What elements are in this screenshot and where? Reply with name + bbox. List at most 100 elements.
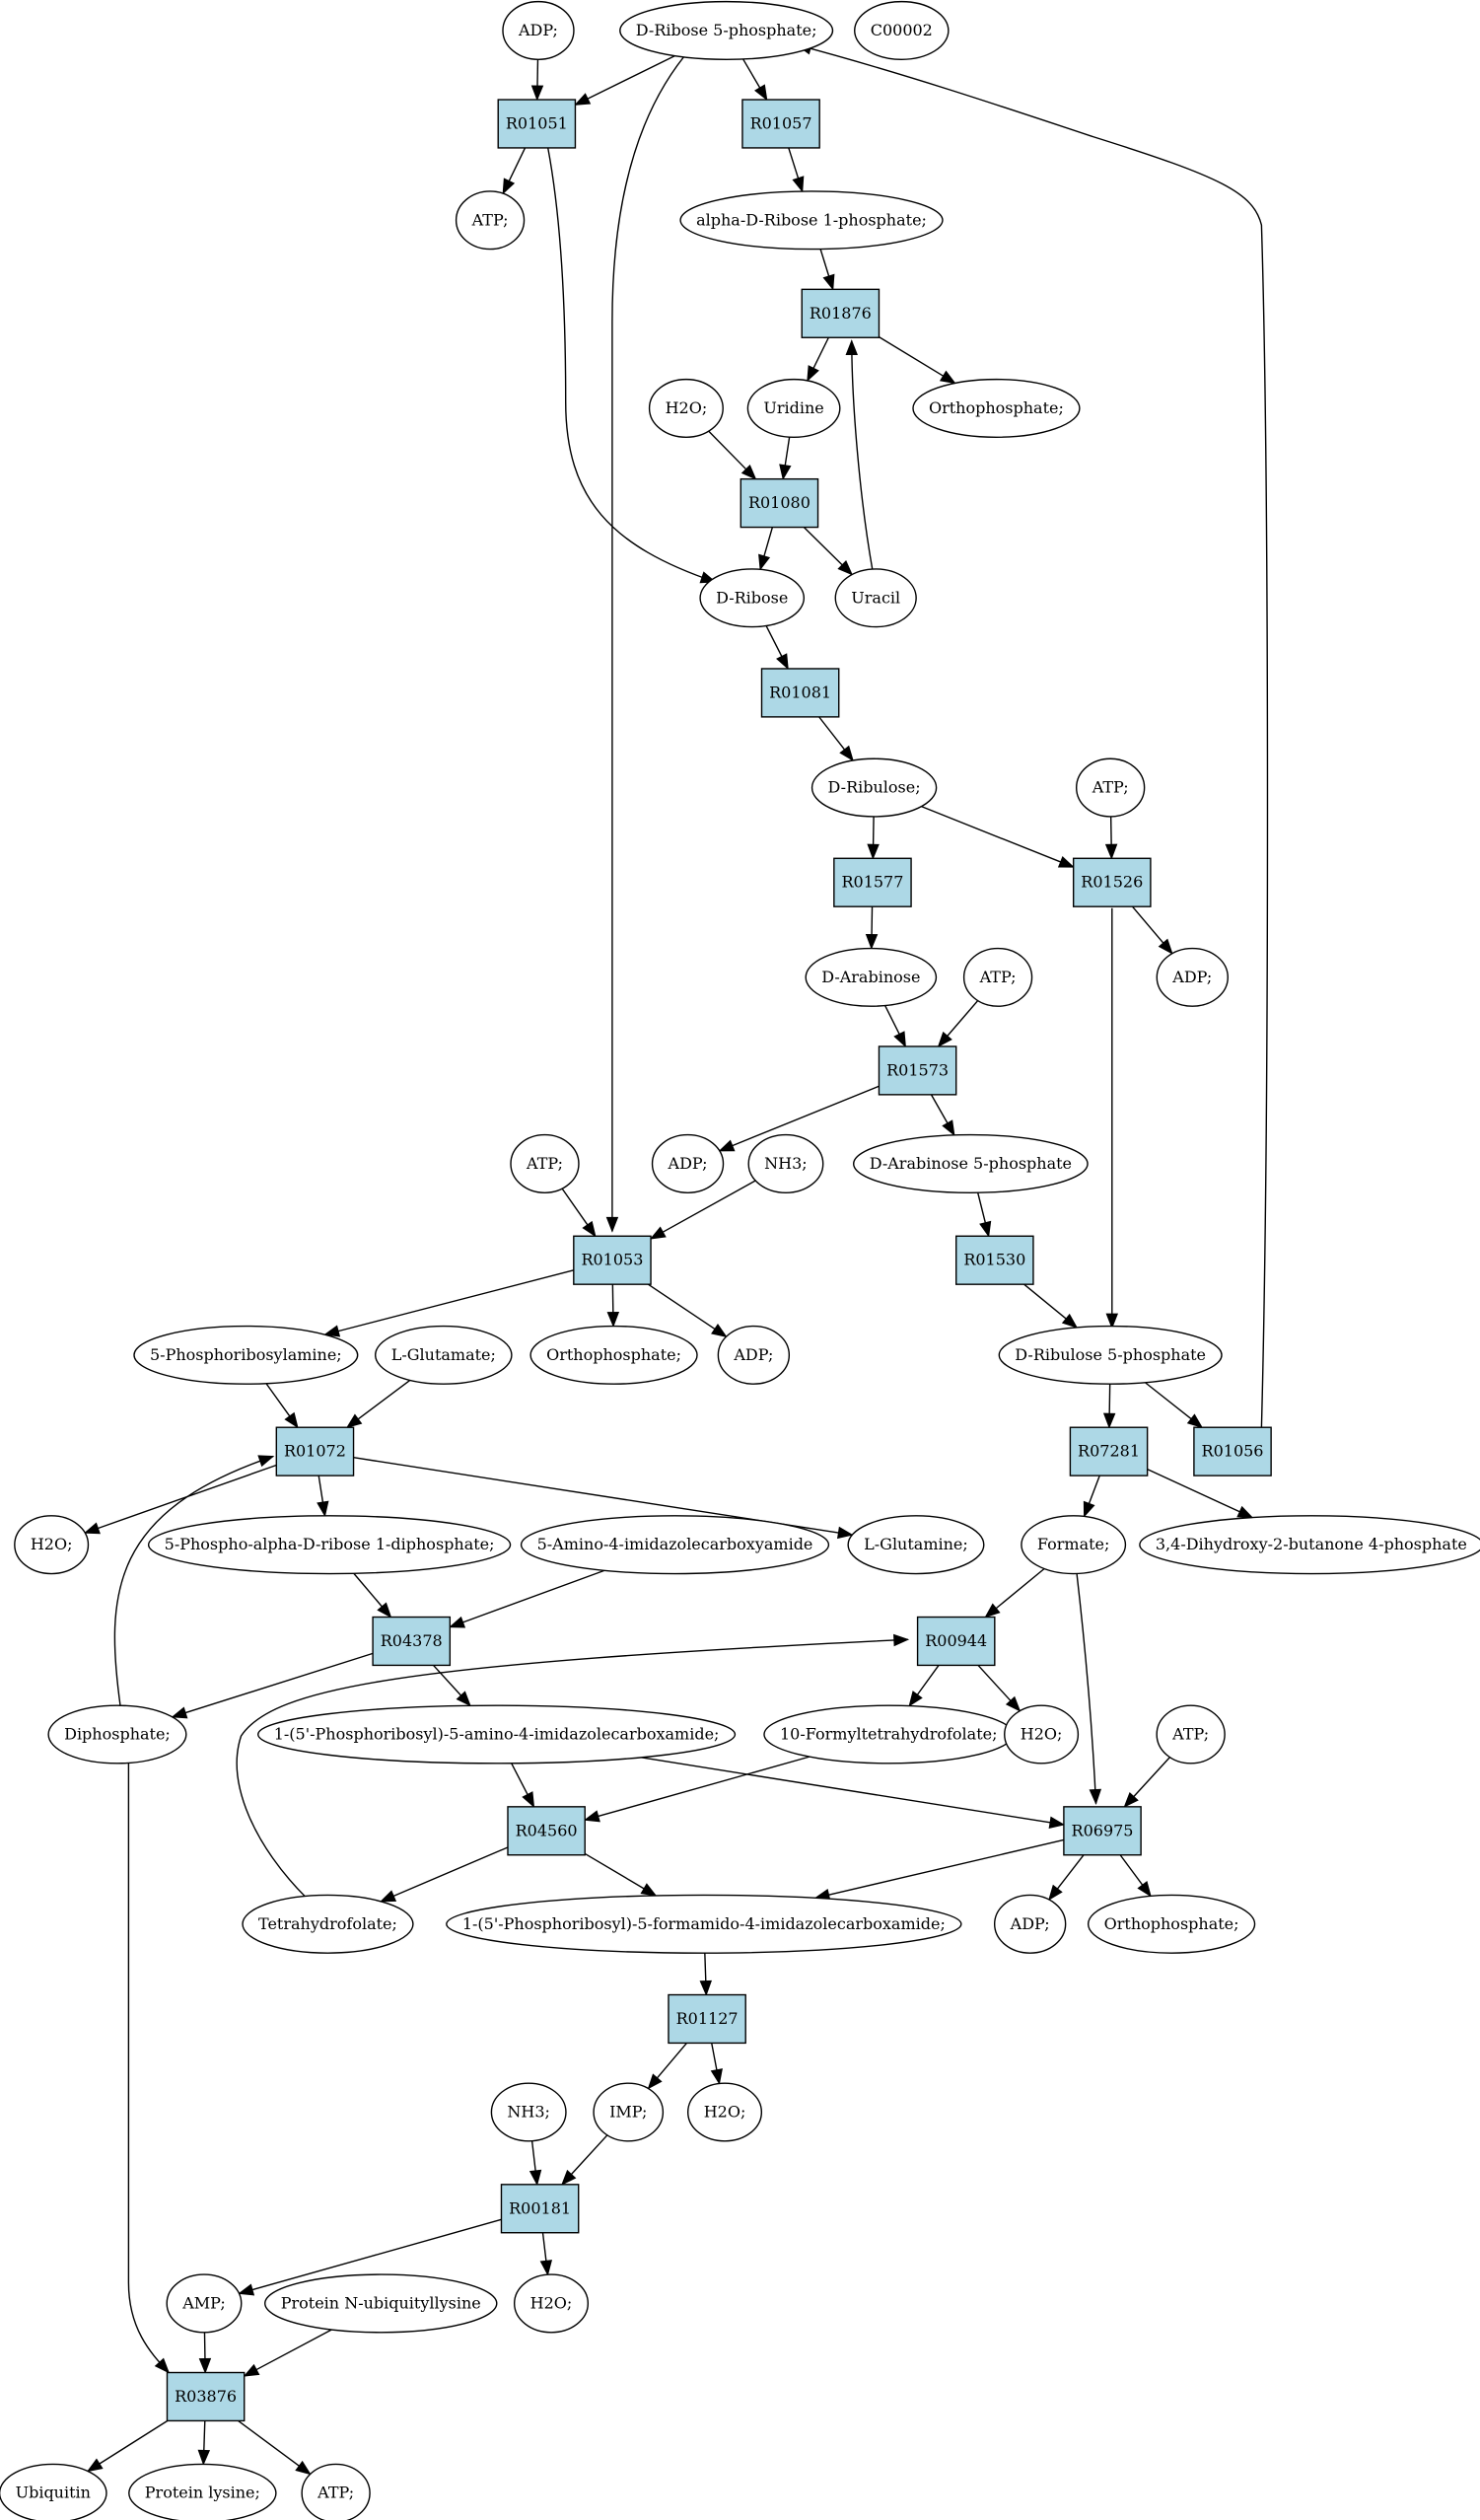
edges-layer xyxy=(83,42,1269,2476)
compound-node-amp[interactable]: AMP; xyxy=(166,2273,243,2334)
compound-node-imp[interactable]: IMP; xyxy=(593,2082,665,2142)
reaction-box xyxy=(955,1235,1034,1285)
compound-node-adp5[interactable]: ADP; xyxy=(993,1894,1067,1954)
compound-node-da5p[interactable]: D-Arabinose 5-phosphate xyxy=(853,1133,1089,1193)
compound-node-h2o2[interactable]: H2O; xyxy=(14,1515,90,1575)
compound-node-nh3a[interactable]: NH3; xyxy=(747,1133,824,1193)
compound-ellipse xyxy=(1075,757,1146,818)
edge-dribose-to-R01081-arrowhead xyxy=(776,653,789,671)
compound-node-ortho1[interactable]: Orthophosphate; xyxy=(912,378,1081,438)
compound-node-uridine[interactable]: Uridine xyxy=(746,378,841,438)
compound-node-aica[interactable]: 5-Amino-4-imidazolecarboxyamide xyxy=(520,1515,830,1575)
compound-node-dru5p[interactable]: D-Ribulose 5-phosphate xyxy=(998,1325,1223,1385)
compound-node-h2o3[interactable]: H2O; xyxy=(1004,1704,1080,1764)
compound-node-atp1[interactable]: ATP; xyxy=(455,190,526,251)
compound-node-dribose[interactable]: D-Ribose xyxy=(699,568,806,628)
reaction-node-r01081[interactable]: R01081 xyxy=(760,668,840,718)
compound-node-fthf[interactable]: 10-Formyltetrahydrofolate; xyxy=(763,1704,1015,1764)
compound-node-lglu[interactable]: L-Glutamate; xyxy=(375,1325,513,1385)
compound-node-atp6[interactable]: ATP; xyxy=(301,2463,371,2520)
compound-node-aicar[interactable]: 1-(5'-Phosphoribosyl)-5-amino-4-imidazol… xyxy=(257,1704,737,1764)
node-label: 5-Phosphoribosylamine; xyxy=(150,1345,342,1364)
node-label: H2O; xyxy=(1021,1725,1063,1744)
compound-node-uracil[interactable]: Uracil xyxy=(834,568,917,628)
edge-R03876-to-plys xyxy=(203,2420,206,2451)
compound-node-adp3[interactable]: ADP; xyxy=(651,1133,725,1193)
compound-ellipse xyxy=(1004,1704,1080,1764)
compound-node-prpa[interactable]: 5-Phosphoribosylamine; xyxy=(133,1325,359,1385)
compound-node-adp4[interactable]: ADP; xyxy=(717,1325,791,1385)
compound-node-nh3b[interactable]: NH3; xyxy=(490,2082,567,2142)
compound-node-atp2[interactable]: ATP; xyxy=(1075,757,1146,818)
compound-node-h2o5[interactable]: H2O; xyxy=(513,2273,590,2334)
reaction-node-r07281[interactable]: R07281 xyxy=(1069,1426,1149,1476)
reaction-node-r01876[interactable]: R01876 xyxy=(801,288,881,338)
edge-nh3a-to-R01053 xyxy=(662,1180,756,1233)
compound-node-ortho3[interactable]: Orthophosphate; xyxy=(1087,1894,1256,1954)
compound-node-adp2[interactable]: ADP; xyxy=(1156,947,1229,1007)
edge-R01056-to-r5p xyxy=(797,43,1269,1428)
compound-node-darab[interactable]: D-Arabinose xyxy=(805,947,938,1007)
node-label: R01127 xyxy=(676,2009,739,2028)
node-label: 5-Phospho-alpha-D-ribose 1-diphosphate; xyxy=(165,1535,495,1553)
compound-node-prpp[interactable]: 5-Phospho-alpha-D-ribose 1-diphosphate; xyxy=(147,1515,512,1575)
edge-R01573-to-adp3 xyxy=(732,1085,880,1147)
compound-node-plys[interactable]: Protein lysine; xyxy=(128,2463,277,2520)
reaction-node-r01051[interactable]: R01051 xyxy=(497,99,577,149)
compound-node-dribulose[interactable]: D-Ribulose; xyxy=(810,757,938,818)
compound-node-thf[interactable]: Tetrahydrofolate; xyxy=(242,1894,414,1954)
reaction-node-r00944[interactable]: R00944 xyxy=(916,1616,996,1667)
compound-node-atp3[interactable]: ATP; xyxy=(962,947,1033,1007)
edge-R00944-to-h2o3 xyxy=(977,1664,1012,1701)
compound-node-ubiquitin[interactable]: Ubiquitin xyxy=(0,2463,107,2520)
reaction-node-r04378[interactable]: R04378 xyxy=(372,1616,452,1667)
reaction-node-r01072[interactable]: R01072 xyxy=(275,1426,355,1476)
compound-node-adp1[interactable]: ADP; xyxy=(502,0,575,61)
reaction-node-r03876[interactable]: R03876 xyxy=(166,2371,246,2422)
compound-node-ar1p[interactable]: alpha-D-Ribose 1-phosphate; xyxy=(679,190,944,251)
reaction-box xyxy=(166,2371,246,2422)
compound-node-atp5[interactable]: ATP; xyxy=(1156,1704,1226,1764)
reaction-node-r06975[interactable]: R06975 xyxy=(1063,1806,1142,1856)
compound-ellipse xyxy=(513,2273,590,2334)
node-label: R01053 xyxy=(581,1251,643,1269)
compound-ellipse xyxy=(962,947,1033,1007)
reaction-node-r01530[interactable]: R01530 xyxy=(955,1235,1034,1285)
node-label: R04560 xyxy=(516,1821,578,1839)
compound-node-lgln[interactable]: L-Glutamine; xyxy=(847,1515,985,1575)
compound-ellipse xyxy=(1021,1515,1127,1575)
compound-node-h2o4[interactable]: H2O; xyxy=(686,2082,763,2142)
compound-node-ortho2[interactable]: Orthophosphate; xyxy=(529,1325,698,1385)
reaction-node-r01053[interactable]: R01053 xyxy=(573,1235,652,1285)
edge-R00181-to-h2o5 xyxy=(541,2232,547,2262)
reaction-node-r01577[interactable]: R01577 xyxy=(833,857,912,907)
reaction-node-r04560[interactable]: R04560 xyxy=(507,1806,586,1856)
edge-dribulose-to-R01526-arrowhead xyxy=(1057,855,1075,868)
node-label: H2O; xyxy=(31,1535,73,1553)
reaction-node-r01080[interactable]: R01080 xyxy=(740,477,819,529)
reaction-box xyxy=(1063,1806,1142,1856)
compound-node-faicar[interactable]: 1-(5'-Phosphoribosyl)-5-formamido-4-imid… xyxy=(446,1894,962,1954)
compound-node-formate[interactable]: Formate; xyxy=(1021,1515,1127,1575)
edge-R07281-to-dhbp xyxy=(1147,1469,1240,1513)
compound-node-pnul[interactable]: Protein N-ubiquityllysine xyxy=(264,2273,498,2334)
compound-node-dipho[interactable]: Diphosphate; xyxy=(47,1704,187,1764)
node-label: 3,4-Dihydroxy-2-butanone 4-phosphate xyxy=(1156,1535,1467,1553)
reaction-node-r01056[interactable]: R01056 xyxy=(1193,1426,1272,1476)
reaction-node-r01057[interactable]: R01057 xyxy=(741,99,820,149)
reaction-node-r01127[interactable]: R01127 xyxy=(668,1993,746,2045)
compound-node-c00002[interactable]: C00002 xyxy=(854,0,950,61)
edge-dribulose-to-R01526 xyxy=(921,806,1061,863)
compound-ellipse xyxy=(834,568,917,628)
compound-node-r5p[interactable]: D-Ribose 5-phosphate; xyxy=(619,0,834,61)
edge-R04378-to-dipho-arrowhead xyxy=(171,1706,188,1719)
reaction-node-r01526[interactable]: R01526 xyxy=(1072,857,1152,907)
edge-R01526-to-adp2 xyxy=(1131,905,1164,944)
reaction-node-r00181[interactable]: R00181 xyxy=(500,2184,580,2234)
reaction-node-r01573[interactable]: R01573 xyxy=(878,1045,957,1096)
compound-node-dhbp[interactable]: 3,4-Dihydroxy-2-butanone 4-phosphate xyxy=(1139,1515,1480,1575)
compound-node-h2o1[interactable]: H2O; xyxy=(648,378,724,438)
edge-R01876-to-ortho1-arrowhead xyxy=(939,370,956,385)
edge-thf-to-R00944 xyxy=(236,1638,908,1898)
compound-node-atp4[interactable]: ATP; xyxy=(510,1133,580,1193)
